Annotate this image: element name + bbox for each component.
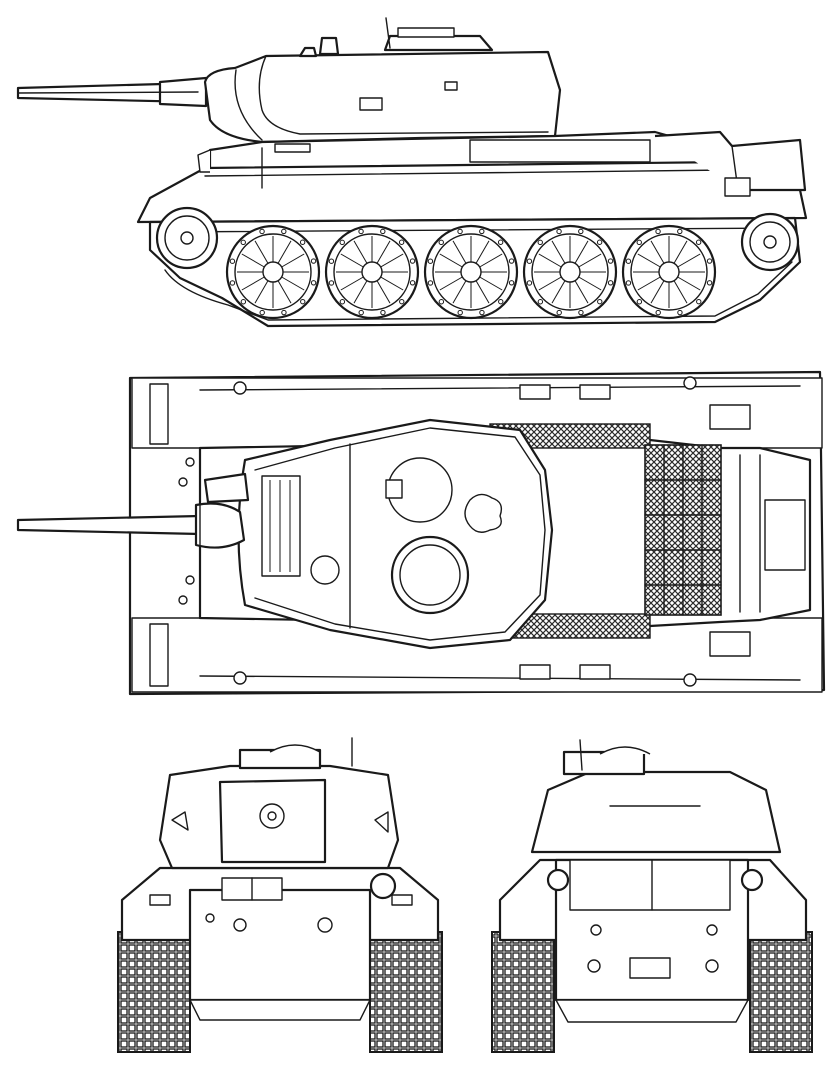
idler-wheel	[740, 212, 800, 272]
rear-track-right	[749, 931, 813, 1053]
front-track-right	[369, 931, 443, 1053]
front-view	[117, 737, 443, 1053]
road-wheel	[621, 224, 717, 320]
top-view	[16, 370, 826, 696]
turret	[203, 17, 562, 144]
road-wheel	[324, 224, 420, 320]
rear-track-left	[491, 931, 555, 1053]
drive-sprocket	[155, 206, 219, 270]
gun-barrel	[16, 76, 208, 108]
road-wheel	[225, 224, 321, 320]
hull	[136, 130, 808, 224]
rear-view	[491, 739, 813, 1053]
radiator-mesh	[644, 444, 722, 616]
gun-barrel-top	[16, 502, 246, 549]
turret-top	[203, 418, 554, 650]
side-view	[16, 17, 808, 328]
road-wheels	[225, 224, 717, 320]
front-track-left	[117, 931, 191, 1053]
road-wheel	[423, 224, 519, 320]
road-wheel	[522, 224, 618, 320]
fender-fittings	[233, 376, 751, 687]
